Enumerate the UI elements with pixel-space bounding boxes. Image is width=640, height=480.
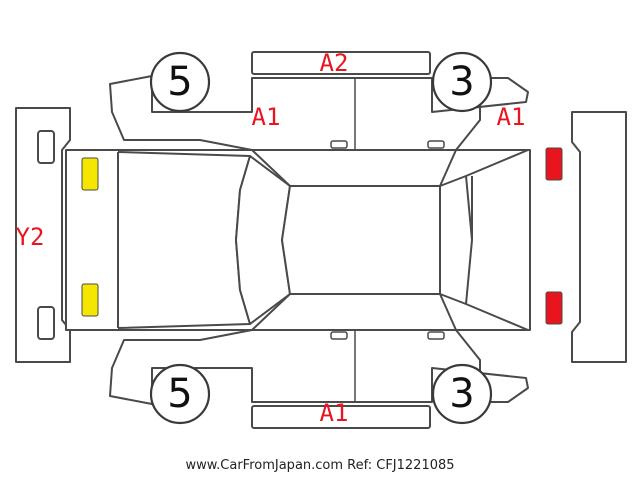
damage-code-upper-left: A1: [252, 103, 281, 131]
footer-reference: www.CarFromJapan.com Ref: CFJ1221085: [185, 458, 455, 473]
damage-code-front: Y2: [16, 223, 45, 251]
wheel-top-left-score: 5: [167, 59, 192, 105]
right-side-panel: [109, 329, 529, 429]
front-bumper: [15, 107, 71, 363]
rear-bumper: [571, 111, 627, 363]
damage-code-top-center: A2: [320, 49, 349, 77]
wheel-bottom-left-score: 5: [167, 371, 192, 417]
wheel-bottom-right-score: 3: [449, 371, 474, 417]
damage-code-upper-right: A1: [497, 103, 526, 131]
marker-rear-left: [545, 147, 563, 181]
wheel-bottom-right: [431, 363, 493, 425]
marker-rear-right: [545, 291, 563, 325]
wheel-top-left: [149, 51, 211, 113]
left-side-panel: [109, 51, 529, 151]
wheel-top-right: [431, 51, 493, 113]
marker-front-left: [81, 157, 99, 191]
top-view-body: [65, 149, 531, 331]
wheel-top-right-score: 3: [449, 59, 474, 105]
wheel-bottom-left: [149, 363, 211, 425]
damage-code-lower-center: A1: [320, 399, 349, 427]
marker-front-right: [81, 283, 99, 317]
